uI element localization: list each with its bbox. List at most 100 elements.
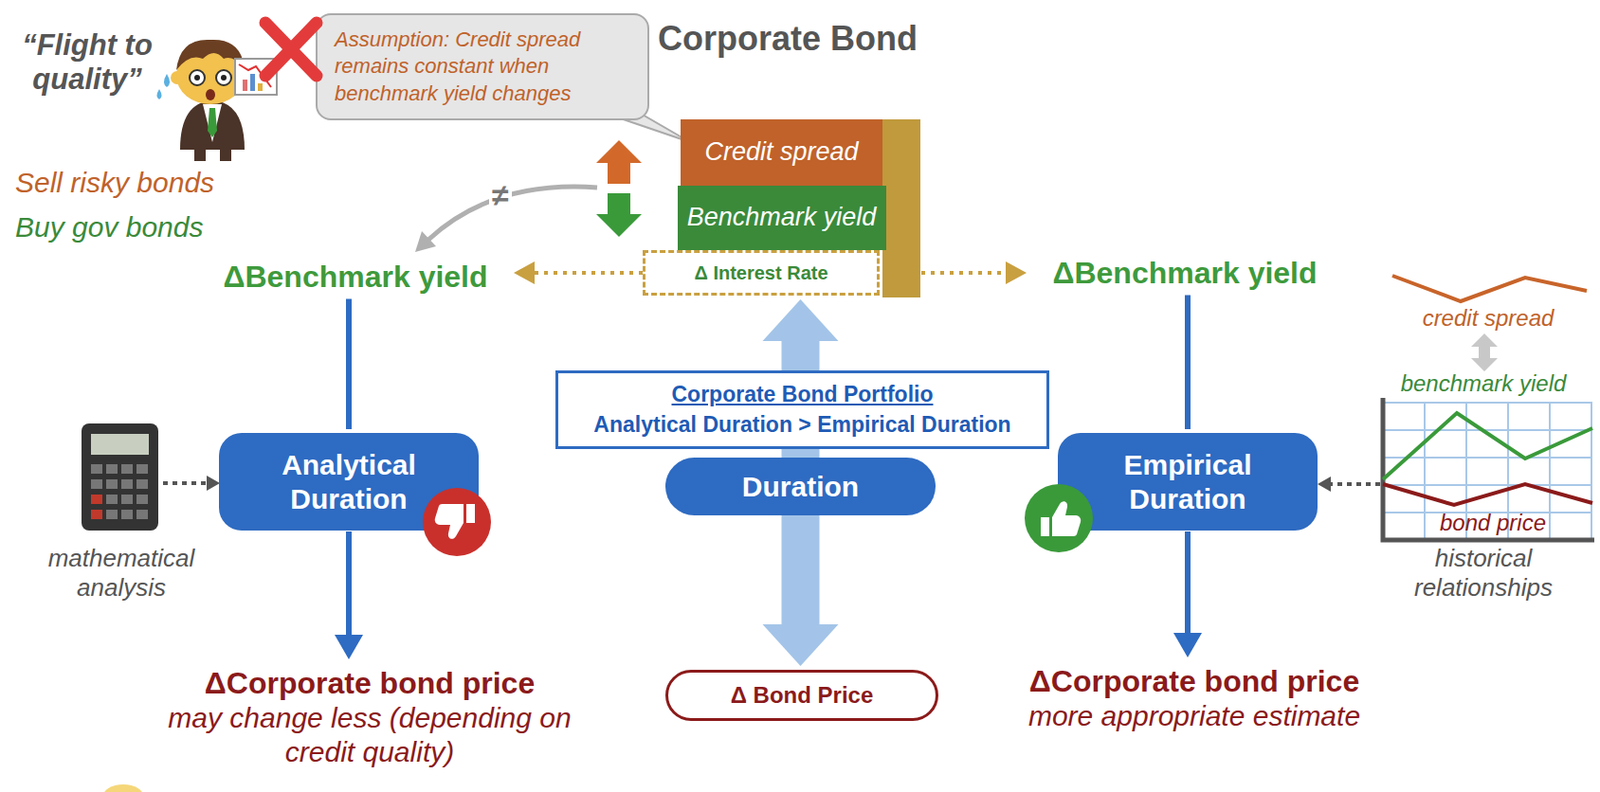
grid-line — [1423, 402, 1426, 541]
down-arrow — [596, 193, 642, 237]
curved-arrow — [428, 186, 598, 240]
thumbs-down-badge — [422, 488, 491, 557]
label-text: bond price — [1426, 509, 1560, 537]
connector — [348, 299, 350, 431]
suit — [180, 100, 245, 150]
key — [136, 464, 148, 474]
thumbs-up-badge — [1024, 484, 1093, 553]
label-text: Buy gov bonds — [15, 211, 203, 244]
badge-circle — [1024, 484, 1093, 553]
node-text: Empirical Duration — [1069, 448, 1307, 517]
connector-line — [1184, 531, 1191, 638]
connector-line — [345, 299, 352, 431]
node-text: ΔCorporate bond price — [204, 665, 535, 702]
tie — [207, 108, 218, 138]
connector-line — [345, 531, 352, 640]
trend-line — [238, 64, 272, 88]
interest-rate-box: Δ Interest Rate — [642, 250, 880, 296]
price-change-result: ΔCorporate bond pricemay change less (de… — [147, 663, 592, 772]
curved-arrow-head — [415, 231, 437, 253]
double-arrow — [1471, 333, 1498, 372]
badge-circle — [422, 488, 491, 557]
grid-line — [1382, 429, 1593, 432]
key — [121, 464, 133, 474]
shirt — [202, 104, 222, 143]
connector — [334, 531, 364, 660]
connector-line — [921, 271, 1010, 275]
key — [121, 479, 133, 490]
key — [121, 494, 133, 505]
chart-grid — [1382, 402, 1593, 541]
connector — [763, 515, 839, 667]
empirical-duration-box: Empirical Duration — [1057, 433, 1318, 531]
key — [121, 509, 133, 520]
grid-line — [1590, 402, 1593, 541]
benchmark-yield-layer: Benchmark yield — [677, 185, 887, 251]
analytical-duration-box: Analytical Duration — [218, 433, 479, 531]
node-text: Assumption: Credit spread remains consta… — [334, 26, 637, 109]
chart-card — [235, 58, 277, 95]
price-change-result: ΔCorporate bond pricemore appropriate es… — [966, 661, 1422, 736]
thumb-hand — [435, 504, 464, 540]
arrow-head — [1005, 261, 1027, 285]
thumb-cuff — [466, 504, 475, 524]
node-text: Analytical Duration — [230, 448, 468, 517]
node-text: Δ Bond Price — [730, 682, 874, 710]
pupil — [194, 74, 200, 81]
arrow-head — [334, 635, 364, 660]
benchmark-yield-line — [1382, 413, 1593, 480]
key — [90, 464, 103, 474]
eye — [189, 70, 205, 86]
connector-line — [530, 271, 643, 275]
sweat-drop — [157, 89, 163, 100]
grid-line — [1548, 402, 1551, 541]
history-chart — [1382, 275, 1595, 541]
diagram-title: Corporate Bond — [657, 18, 918, 59]
dotted-leader — [163, 481, 209, 486]
dotted-leader — [1328, 482, 1381, 487]
connector-line — [1184, 295, 1191, 431]
cross-stroke — [265, 22, 317, 76]
label-text: historical relationships — [1383, 544, 1583, 603]
grid-line — [1382, 484, 1593, 487]
label-text: benchmark yield — [1374, 370, 1593, 398]
key — [106, 479, 118, 490]
pupil — [220, 74, 227, 81]
duration-pill: Duration — [665, 457, 936, 516]
key — [90, 509, 103, 520]
sweat-drop — [163, 73, 170, 88]
arrow-head — [763, 299, 839, 342]
calculator-body — [81, 423, 159, 531]
eye — [216, 70, 232, 86]
label-text: ≠ — [489, 180, 512, 211]
key — [90, 494, 103, 505]
key — [106, 464, 118, 474]
connector-line — [781, 515, 820, 634]
portfolio-box: Corporate Bond PortfolioAnalytical Durat… — [555, 370, 1050, 450]
connector — [921, 261, 1027, 285]
node-text: ΔBenchmark yield — [1052, 254, 1317, 291]
thumb-cuff — [1040, 517, 1050, 537]
arrow-head — [513, 261, 535, 285]
arrow-head — [763, 624, 839, 667]
label-text: mathematical analysis — [26, 544, 217, 603]
node-text: Δ Interest Rate — [693, 262, 828, 285]
connector — [1173, 531, 1202, 658]
node-text: Duration — [742, 470, 859, 505]
thumb-hand — [1052, 501, 1081, 537]
bond-price-line — [1382, 484, 1593, 506]
connector — [513, 261, 643, 285]
grid-line — [1382, 456, 1593, 459]
label-text: credit spread — [1393, 305, 1583, 332]
mouth — [205, 89, 216, 101]
benchmark-change: ΔBenchmark yield — [199, 255, 512, 299]
chart-axis — [1382, 398, 1595, 541]
bond-price-pill: Δ Bond Price — [665, 670, 939, 722]
credit-spread-line — [1392, 275, 1587, 302]
label-text: “Flight to quality” — [5, 28, 169, 96]
connector — [1187, 295, 1189, 431]
key — [136, 479, 148, 490]
bar — [250, 73, 255, 91]
up-arrow — [596, 140, 642, 184]
